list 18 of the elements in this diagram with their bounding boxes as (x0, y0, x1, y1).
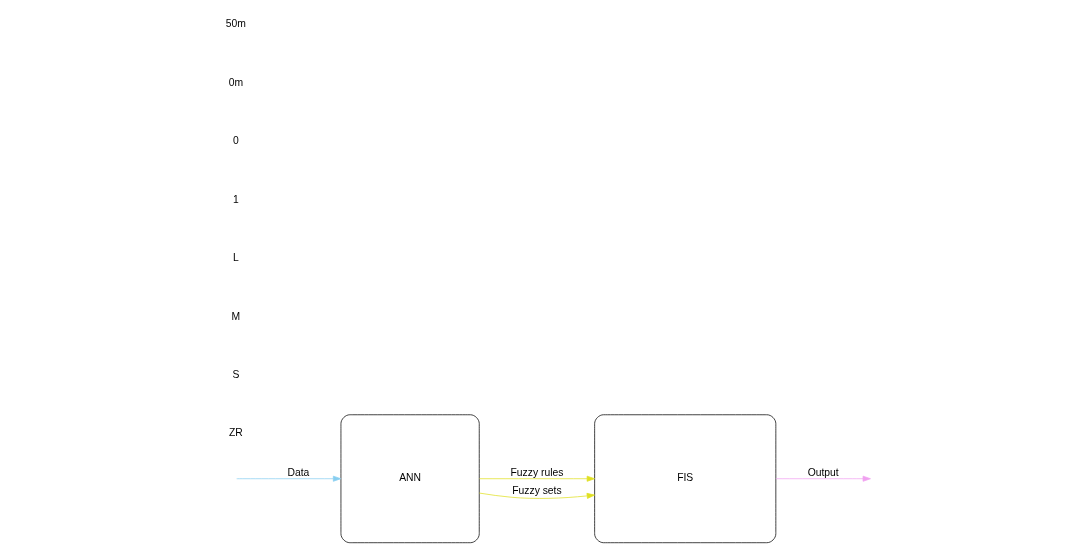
label: S (231, 368, 239, 380)
label: 1 (232, 193, 239, 205)
node-box: FIS (593, 414, 776, 544)
arrow (478, 475, 595, 482)
label: L (232, 252, 239, 264)
label: 50m (225, 18, 246, 30)
arrow (235, 475, 341, 482)
node-box: ANN (340, 414, 480, 544)
label: M (231, 310, 240, 322)
arrow (478, 492, 595, 499)
arrow (775, 475, 871, 482)
label: 0m (228, 76, 243, 88)
edge-label: Output (807, 466, 839, 478)
edge-label: Fuzzy rules (510, 466, 563, 478)
label: 0 (232, 135, 239, 147)
edge-label: Data (286, 466, 309, 478)
edge-label: Fuzzy sets (511, 485, 562, 497)
label: ZR (228, 427, 243, 439)
